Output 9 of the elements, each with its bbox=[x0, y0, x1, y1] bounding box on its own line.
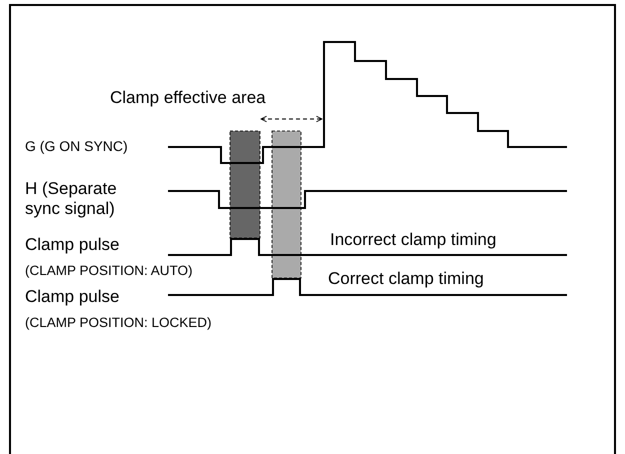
annotation-text: Clamp effective area bbox=[110, 88, 266, 108]
annotation-text: Incorrect clamp timing bbox=[330, 230, 496, 250]
signal-label: Clamp pulse bbox=[25, 287, 120, 307]
signal-label: (CLAMP POSITION: AUTO) bbox=[25, 262, 193, 280]
signal-label: G (G ON SYNC) bbox=[25, 137, 128, 156]
annotation-text: Correct clamp timing bbox=[328, 269, 484, 289]
signal-label: (CLAMP POSITION: LOCKED) bbox=[25, 314, 212, 332]
signal-label: Clamp pulse bbox=[25, 235, 120, 255]
signal-label: H (Separate sync signal) bbox=[25, 179, 118, 219]
